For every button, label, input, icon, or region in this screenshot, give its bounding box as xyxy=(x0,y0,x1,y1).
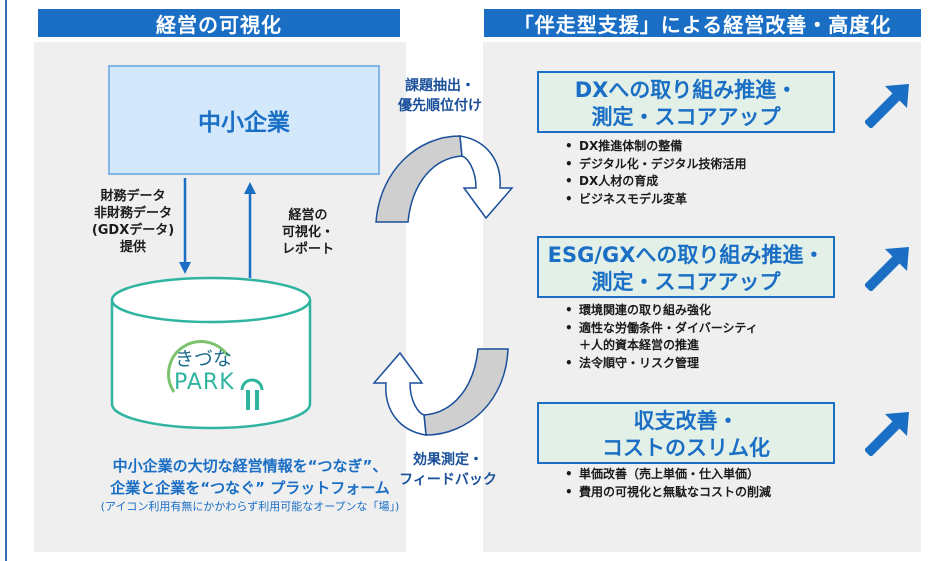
right-header: 「伴走型支援」による経営改善・高度化 xyxy=(484,9,921,37)
theme-dx-title-1: DXへの取り組み推進・ xyxy=(574,78,798,102)
feedback-label: 効果測定・ フィードバック xyxy=(378,450,518,490)
data-provision-line: 財務データ xyxy=(100,189,166,204)
theme-box-dx: DXへの取り組み推進・ 測定・スコアアップ xyxy=(537,71,835,133)
theme-box-cost: 収支改善・ コストのスリム化 xyxy=(537,402,835,464)
theme-box-esg-gx: ESG/GXへの取り組み推進・ 測定・スコアアップ xyxy=(537,236,835,298)
data-provision-line: (GDXデータ) xyxy=(91,223,175,238)
bullet-item: DX人材の育成 xyxy=(563,173,747,191)
tagline-note: (アイコン利用有無にかかわらず利用可能なオープンな「場」) xyxy=(100,500,400,513)
platform-tagline: 中小企業の大切な経営情報を“つなぎ”、 企業と企業を“つなぐ” プラットフォーム… xyxy=(40,455,460,515)
data-provision-line: 提供 xyxy=(119,240,146,255)
bullet-item: 費用の可視化と無駄なコストの削減 xyxy=(563,484,771,502)
bullet-item: 法令順守・リスク管理 xyxy=(563,355,758,373)
sme-company-label: 中小企業 xyxy=(198,110,290,136)
improvement-arrow-icon xyxy=(865,84,909,128)
theme-esg-title-2: 測定・スコアアップ xyxy=(587,269,785,298)
theme-esg-bullet-list: 環境関連の取り組み強化 適性な労働条件・ダイバーシティ ＋人的資本経営の推進 法… xyxy=(563,302,758,372)
report-line: 可視化・ xyxy=(281,225,334,240)
tagline-line-2: 企業と企業を“つなぐ” プラットフォーム xyxy=(110,479,390,497)
improvement-arrow-icon xyxy=(865,247,909,291)
bullet-item: 環境関連の取り組み強化 xyxy=(563,302,758,320)
theme-dx-title-2: 測定・スコアアップ xyxy=(587,104,785,133)
logo-text-park: PARK xyxy=(174,370,235,395)
issue-extraction-line: 課題抽出・ xyxy=(405,78,475,94)
data-provision-label: 財務データ 非財務データ (GDXデータ) 提供 xyxy=(78,188,188,256)
cycle-arrow-return-icon xyxy=(372,348,509,436)
theme-cost-bullet-list: 単価改善（売上単価・仕入単価） 費用の可視化と無駄なコストの削減 xyxy=(563,466,771,501)
data-flow-down-arrow xyxy=(179,178,191,274)
platform-cylinder xyxy=(110,276,312,430)
kizuna-park-logo-icon xyxy=(167,340,264,410)
bullet-item: デジタル化・デジタル技術活用 xyxy=(563,156,747,174)
data-provision-line: 非財務データ xyxy=(93,206,172,221)
cycle-arrow-forward-icon xyxy=(375,135,514,223)
theme-cost-title-1: 収支改善・ xyxy=(633,409,739,433)
bullet-item: ＋人的資本経営の推進 xyxy=(579,338,700,352)
report-flow-up-arrow xyxy=(244,182,256,278)
feedback-line: フィードバック xyxy=(399,472,497,488)
report-label: 経営の 可視化・ レポート xyxy=(268,207,348,258)
feedback-line: 効果測定・ xyxy=(413,452,483,468)
left-header: 経営の可視化 xyxy=(38,9,400,37)
report-line: レポート xyxy=(281,242,334,257)
bullet-item: ビジネスモデル変革 xyxy=(563,191,747,209)
tagline-line-1: 中小企業の大切な経営情報を“つなぎ”、 xyxy=(112,457,388,475)
bullet-item: 適性な労働条件・ダイバーシティ xyxy=(563,320,758,338)
issue-extraction-label: 課題抽出・ 優先順位付け xyxy=(370,76,510,116)
improvement-arrow-icon xyxy=(865,412,909,456)
left-border-rule xyxy=(5,0,7,561)
bullet-item: DX推進体制の整備 xyxy=(563,138,747,156)
logo-text-kizuna: きづな xyxy=(175,348,233,370)
theme-esg-title-1: ESG/GXへの取り組み推進・ xyxy=(547,243,825,267)
theme-dx-bullet-list: DX推進体制の整備 デジタル化・デジタル技術活用 DX人材の育成 ビジネスモデル… xyxy=(563,138,747,208)
theme-cost-title-2: コストのスリム化 xyxy=(598,435,774,464)
report-line: 経営の xyxy=(288,208,328,223)
sme-company-box: 中小企業 xyxy=(108,65,380,175)
bullet-item: 単価改善（売上単価・仕入単価） xyxy=(563,466,771,484)
issue-extraction-line: 優先順位付け xyxy=(398,98,482,114)
